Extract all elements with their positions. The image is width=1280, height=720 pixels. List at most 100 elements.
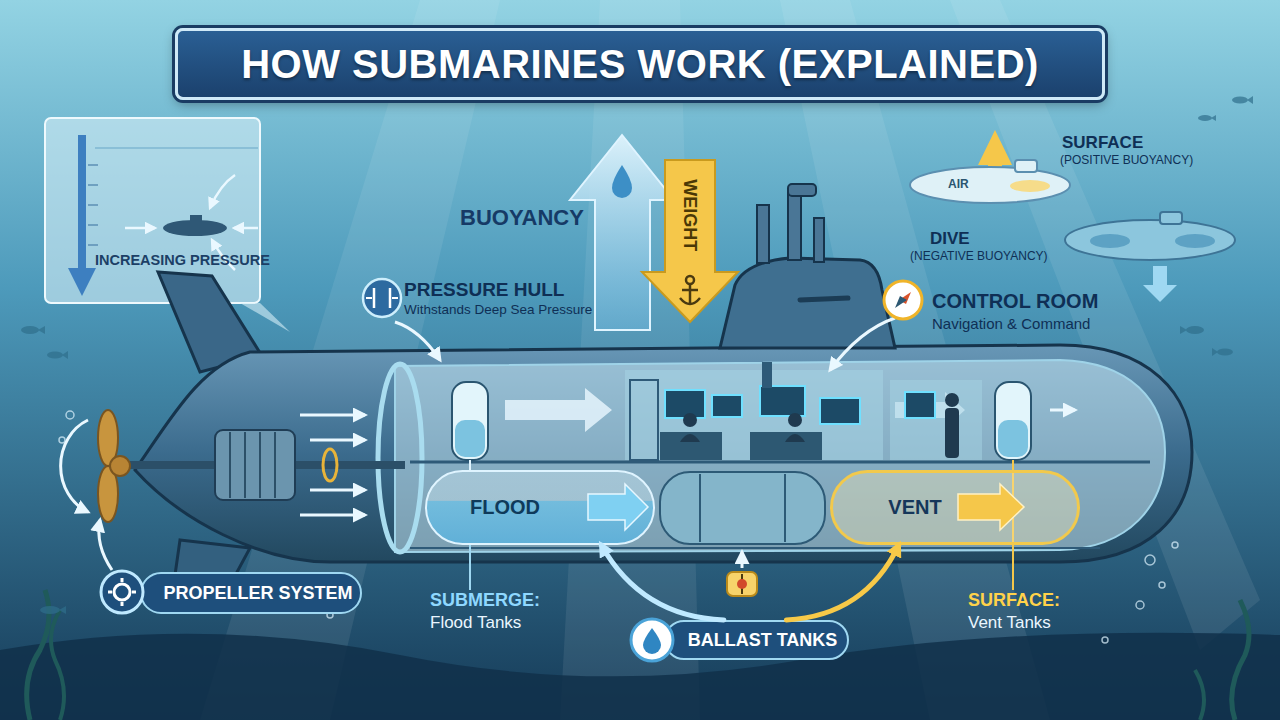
part-note: Navigation & Command: [932, 315, 1090, 332]
small-subs-part: [1175, 234, 1215, 248]
pressure-hull-icon-part: [366, 297, 398, 299]
interior-part: [660, 432, 722, 460]
bubbles-part: [66, 411, 74, 419]
propulsion-part-part: [300, 514, 365, 517]
interior-part: [995, 382, 1031, 460]
interior-part: [712, 395, 742, 417]
interior-part: [998, 420, 1028, 457]
propeller-system-icon-part-part: [121, 602, 124, 606]
ballast-tank: VENT: [830, 470, 1080, 545]
small-subs-part: [978, 130, 1012, 172]
propeller-system-icon-part: [101, 571, 143, 613]
propulsion-part-part: [310, 489, 365, 492]
flow-arrow: [786, 545, 898, 620]
submarine-hull-part: [378, 364, 422, 552]
weight-arrow-part: [642, 160, 738, 322]
weight-arrow-part-part: [682, 289, 698, 292]
state-note: (NEGATIVE BUOYANCY): [910, 250, 1048, 264]
weight-arrow-part-part: [680, 298, 700, 304]
ballast-tanks-icon-part: [631, 619, 673, 661]
weight-arrow-part: [680, 276, 700, 304]
seafloor-part: [51, 610, 64, 720]
valve-icon-part: [737, 579, 747, 589]
bubbles-part: [1145, 555, 1155, 565]
control-room-icon-part: [830, 318, 895, 370]
bubbles-part: [1159, 582, 1165, 588]
interior-part: [788, 413, 802, 427]
fish-part: [1186, 326, 1204, 334]
diagram-title: HOW SUBMARINES WORK (EXPLAINED): [241, 42, 1039, 87]
step-note: Flood Tanks: [430, 613, 521, 633]
fish-part: [1180, 326, 1187, 334]
fish-part: [21, 326, 39, 334]
step-name: SUBMERGE:: [430, 590, 540, 611]
title-banner: HOW SUBMARINES WORK (EXPLAINED): [175, 28, 1105, 100]
interior-part: [760, 386, 805, 416]
propulsion-part-part: [310, 439, 365, 442]
propulsion-part: [215, 430, 295, 500]
interior-part: [455, 420, 485, 457]
small-subs-part: [1160, 212, 1182, 224]
label-pill: PROPELLER SYSTEM: [140, 572, 362, 614]
state-name: SURFACE: [1062, 133, 1143, 153]
tank-flow-arrows-part: [958, 484, 1024, 530]
fish-part: [59, 606, 66, 614]
bubbles-part: [59, 437, 65, 443]
pressure-inset-part-part: [210, 175, 235, 208]
fish-part: [1232, 97, 1248, 104]
propulsion-part-part: [259, 432, 261, 498]
submarine-hull-part: [720, 258, 895, 348]
fish-part: [1211, 115, 1216, 121]
small-subs-part: [910, 167, 1070, 203]
bubbles-part: [1136, 601, 1144, 609]
interior-part: [784, 474, 786, 542]
small-subs-part: [1143, 266, 1177, 302]
pressure-inset-part: [45, 118, 260, 303]
propeller-system-icon-part: [114, 584, 130, 600]
valve-icon-part: [741, 574, 743, 594]
seafloor-part: [1195, 670, 1204, 720]
pressure-hull-icon-part: [363, 279, 401, 317]
interior-part: [505, 388, 612, 432]
bubbles-part: [1172, 542, 1178, 548]
propulsion-part: [230, 432, 275, 498]
fish-part: [47, 352, 63, 359]
pressure-inset-part-part: [88, 204, 98, 206]
interior-part: [452, 382, 488, 460]
force-label: WEIGHT: [680, 165, 701, 265]
interior-part: [945, 408, 959, 458]
node-text: BALLAST TANKS: [688, 630, 838, 651]
pressure-inset-part: [190, 215, 202, 223]
interior-part: [630, 380, 658, 460]
bubbles-part: [1102, 637, 1108, 643]
pressure-inset-part-part: [88, 244, 98, 246]
valve-icon-part: [727, 572, 757, 596]
small-subs-part: [1010, 180, 1050, 192]
control-room-icon-part: [884, 281, 922, 319]
seafloor-part: [0, 633, 1280, 720]
part-note: Withstands Deep Sea Pressure: [404, 302, 592, 318]
propeller-system-icon-part-part: [108, 591, 112, 594]
propeller-system-icon-part-part: [121, 578, 124, 582]
fish-part: [62, 351, 68, 359]
pressure-inset-part: [240, 303, 290, 332]
pressure-hull-icon: [363, 279, 440, 360]
control-room-icon-part: [899, 292, 911, 304]
buoyancy-arrow-part: [570, 135, 674, 330]
label-pill: BALLAST TANKS: [664, 620, 849, 660]
buoyancy-arrow-part: [612, 165, 632, 198]
propeller-system-icon-part: [108, 578, 136, 606]
submarine-hull-part: [757, 205, 769, 263]
interior-part: [1050, 409, 1075, 412]
propulsion-part-part: [300, 414, 365, 417]
interior-part: [945, 393, 959, 407]
interior-part: [680, 434, 700, 442]
buoyancy-arrow: [570, 135, 674, 330]
submarine-hull-part: [788, 190, 801, 260]
interior-part: [625, 370, 883, 460]
fish-part: [1198, 115, 1212, 121]
ballast-tanks-icon-part: [643, 628, 661, 654]
